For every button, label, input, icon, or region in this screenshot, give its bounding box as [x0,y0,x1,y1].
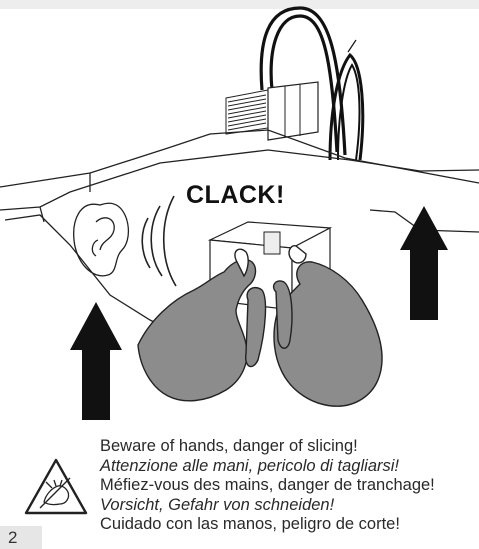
installation-illustration [0,0,479,430]
clack-sound-label: CLACK! [186,181,285,210]
up-arrow-right [400,206,448,320]
page-number: 2 [0,526,42,549]
vent-grille [226,90,268,134]
warning-line-fr: Méfiez-vous des mains, danger de trancha… [100,476,435,496]
junction-box [268,82,318,140]
cable [338,65,359,160]
hand-cut-warning-icon [24,458,88,516]
up-arrow-left [70,302,122,420]
warning-line-en: Beware of hands, danger of slicing! [100,437,435,457]
warning-line-de: Vorsicht, Gefahr von schneiden! [100,496,435,516]
warning-line-es: Cuidado con las manos, peligro de corte! [100,515,435,535]
warning-line-it: Attenzione alle mani, pericolo di taglia… [100,457,435,477]
warning-text: Beware of hands, danger of slicing! Atte… [100,437,435,535]
sound-waves [142,196,176,286]
ear-drawing [74,203,129,276]
